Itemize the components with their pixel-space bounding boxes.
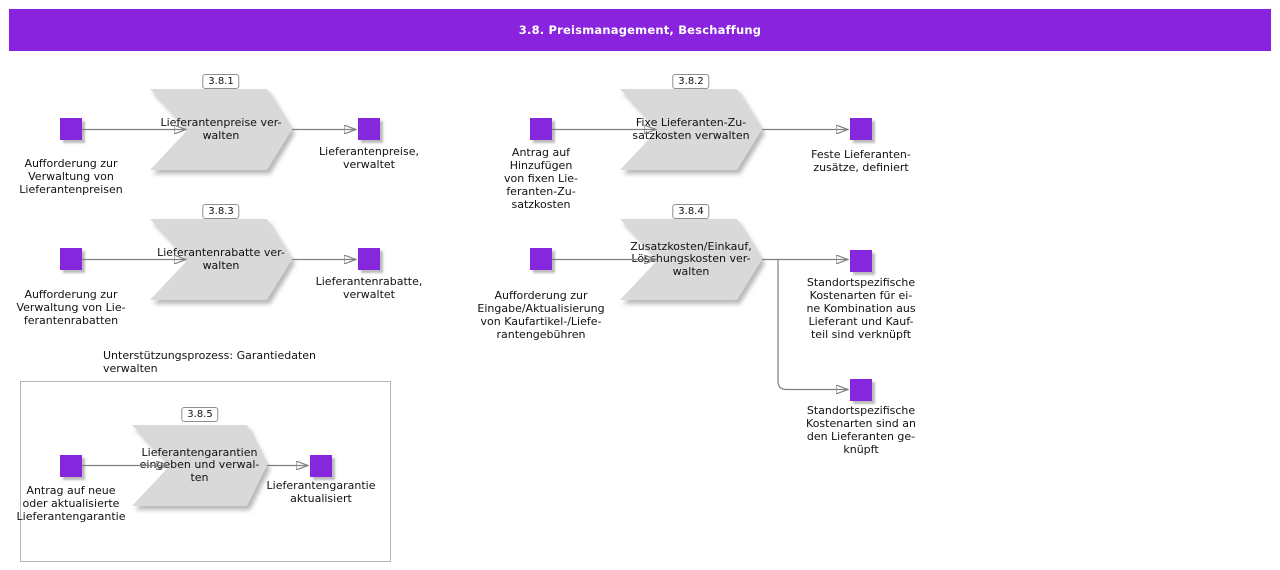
event-output1-label-384: Standortspezifische Kostenarten für ei- … xyxy=(806,276,916,341)
event-square-output-385 xyxy=(310,455,332,477)
title-bar: 3.8. Preismanagement, Beschaffung xyxy=(9,9,1271,51)
event-square-output-383 xyxy=(358,248,380,270)
event-input-label-384: Aufforderung zur Eingabe/Aktualisierung … xyxy=(477,289,605,341)
event-output-label-385: Lieferantengarantie aktualisiert xyxy=(266,479,376,505)
support-process-frame xyxy=(20,381,391,562)
process-id-badge-382[interactable]: 3.8.2 xyxy=(672,74,710,89)
event-square-input-383 xyxy=(60,248,82,270)
event-output-label-382: Feste Lieferanten- zusätze, definiert xyxy=(811,148,911,174)
event-square-output-382 xyxy=(850,118,872,140)
process-label-384: Zusatzkosten/Einkauf, Löschungskosten ve… xyxy=(630,239,752,278)
page-title: 3.8. Preismanagement, Beschaffung xyxy=(518,23,762,37)
event-input-label-385: Antrag auf neue oder aktualisierte Liefe… xyxy=(16,484,126,523)
event-input-label-381: Aufforderung zur Verwaltung von Lieferan… xyxy=(19,157,123,196)
event-output-label-383: Lieferantenrabatte, verwaltet xyxy=(315,275,423,301)
event-square-input-384 xyxy=(530,248,552,270)
event-square-input-381 xyxy=(60,118,82,140)
event-square-output2-384 xyxy=(850,379,872,401)
process-id-badge-385[interactable]: 3.8.5 xyxy=(181,407,219,422)
process-label-382: Fixe Lieferanten-Zu- satzkosten verwalte… xyxy=(632,116,750,142)
process-id-badge-383[interactable]: 3.8.3 xyxy=(202,204,240,219)
event-square-input-385 xyxy=(60,455,82,477)
event-output2-label-384: Standortspezifische Kostenarten sind an … xyxy=(806,404,916,456)
process-label-383: Lieferantenrabatte ver- walten xyxy=(157,246,285,272)
process-id-badge-384[interactable]: 3.8.4 xyxy=(672,204,710,219)
support-process-caption: Unterstützungsprozess: Garantiedaten ver… xyxy=(103,349,316,375)
event-input-label-383: Aufforderung zur Verwaltung von Lie- fer… xyxy=(16,288,126,327)
event-square-output1-384 xyxy=(850,250,872,272)
event-square-input-382 xyxy=(530,118,552,140)
process-label-381: Lieferantenpreise ver- walten xyxy=(160,116,282,142)
process-label-385: Lieferantengarantien eingeben und verwal… xyxy=(139,445,260,484)
event-output-label-381: Lieferantenpreise, verwaltet xyxy=(319,145,419,171)
event-square-output-381 xyxy=(358,118,380,140)
event-input-label-382: Antrag auf Hinzufügen von fixen Lie- fer… xyxy=(504,146,578,211)
process-id-badge-381[interactable]: 3.8.1 xyxy=(202,74,240,89)
